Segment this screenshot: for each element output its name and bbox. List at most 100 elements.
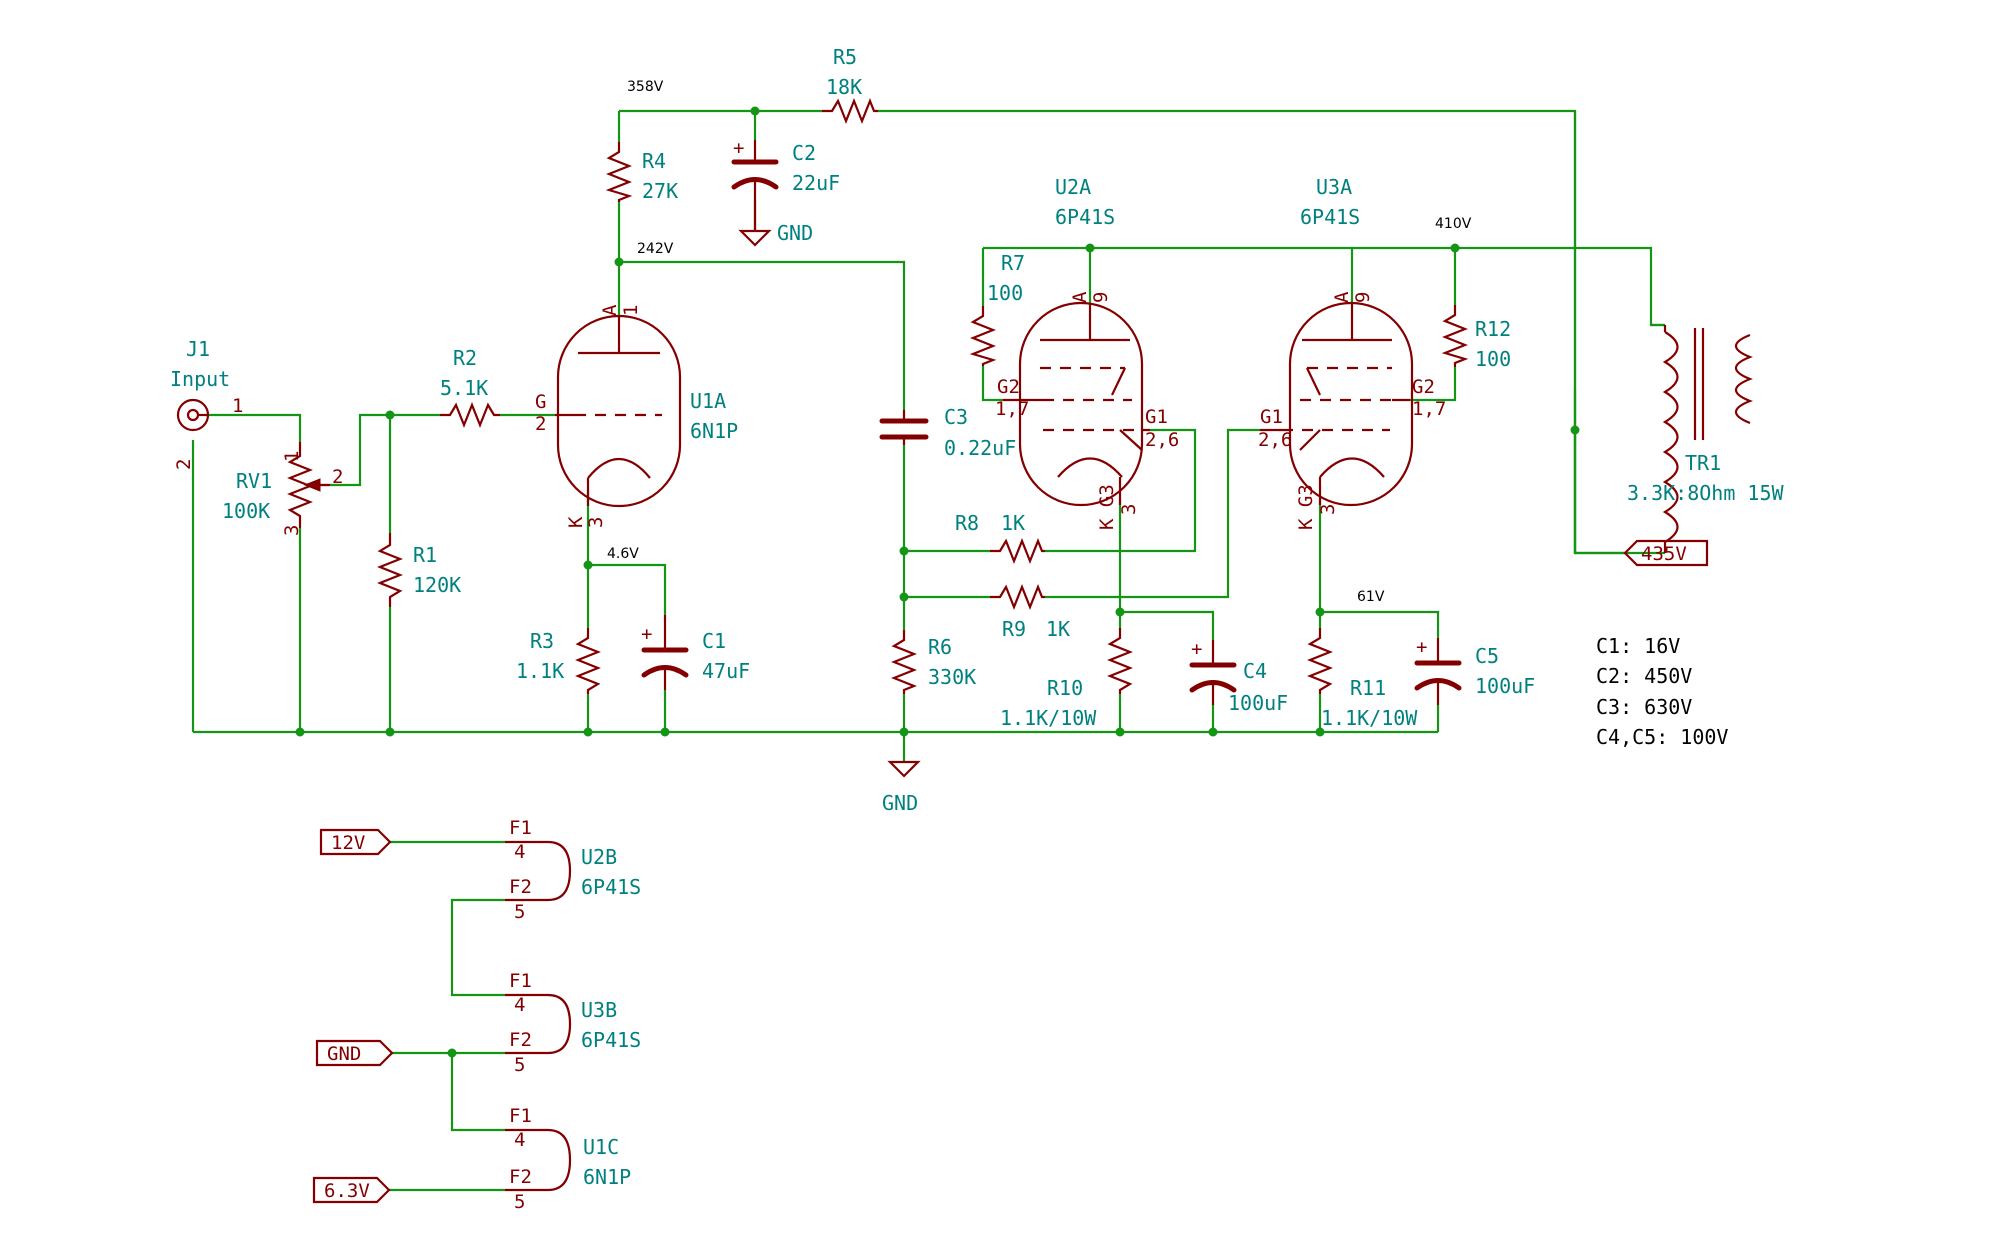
net-label-gnd: GND — [315, 1039, 394, 1067]
u3a-value: 6P41S — [1300, 205, 1360, 229]
u2a-pin-a: A — [1069, 291, 1091, 303]
r3-value: 1.1K — [516, 659, 564, 683]
r9-value: 1K — [1046, 617, 1070, 641]
r10-ref: R10 — [1047, 676, 1083, 700]
r7-ref: R7 — [1001, 251, 1025, 275]
voltage-annotations: 358V 242V 4.6V 410V 61V — [607, 79, 1472, 605]
u2a-pin-k: K G3 — [1096, 484, 1118, 530]
note-c4-c5: C4,C5: 100V — [1596, 725, 1728, 749]
r4-ref: R4 — [642, 149, 666, 173]
r12-value: 100 — [1475, 347, 1511, 371]
resistor-r6: R6 330K — [891, 630, 976, 694]
resistor-r4: R4 27K — [605, 142, 678, 203]
u2a-pin-g1-num: 2,6 — [1145, 429, 1179, 451]
junctions — [295, 106, 1580, 1058]
capacitor-voltage-notes: C1: 16V C2: 450V C3: 630V C4,C5: 100V — [1596, 634, 1728, 749]
u1a-pin-g-num: 2 — [535, 413, 546, 435]
c5-plus: + — [1416, 636, 1427, 658]
voltage-410v: 410V — [1435, 216, 1472, 232]
tr1-value: 3.3K:8Ohm 15W — [1627, 481, 1784, 505]
u1c-ref: U1C — [583, 1135, 619, 1159]
u3a-pin-g1: G1 — [1260, 406, 1283, 428]
note-c1: C1: 16V — [1596, 634, 1680, 658]
heater-u2b: F1 4 F2 5 U2B 6P41S — [505, 817, 641, 923]
r6-ref: R6 — [928, 635, 952, 659]
resistor-r12: R12 100 — [1441, 305, 1511, 371]
u1a-value: 6N1P — [690, 419, 738, 443]
r4-value: 27K — [642, 179, 678, 203]
gnd-c2-label: GND — [777, 221, 813, 245]
u2a-ref: U2A — [1055, 175, 1091, 199]
resistor-r9: R9 1K — [990, 584, 1070, 641]
u2a-pin-g1: G1 — [1145, 406, 1168, 428]
u3a-pin-a: A — [1331, 291, 1353, 303]
u2b-f2-num: 5 — [514, 901, 525, 923]
ground-symbol-c2: GND — [738, 200, 813, 247]
voltage-242v: 242V — [637, 241, 674, 257]
voltage-61v: 61V — [1357, 589, 1385, 605]
capacitor-c5: + C5 100uF — [1414, 636, 1535, 705]
r9-ref: R9 — [1002, 617, 1026, 641]
u3a-pin-g2-num: 1,7 — [1412, 398, 1446, 420]
note-c2: C2: 450V — [1596, 664, 1692, 688]
u1a-pin-g: G — [535, 391, 546, 413]
j1-value: Input — [170, 367, 230, 391]
rv1-value: 100K — [222, 499, 270, 523]
c2-ref: C2 — [792, 141, 816, 165]
c3-value: 0.22uF — [944, 436, 1016, 460]
u3a-pin-k-num: 3 — [1317, 504, 1339, 515]
u2a-value: 6P41S — [1055, 205, 1115, 229]
c5-ref: C5 — [1475, 644, 1499, 668]
r1-value: 120K — [413, 573, 461, 597]
u1a-pin-a: A — [599, 304, 621, 316]
c4-value: 100uF — [1228, 691, 1288, 715]
u2a-pin-a-num: 9 — [1090, 292, 1112, 303]
u2b-f1: F1 — [509, 817, 532, 839]
c5-value: 100uF — [1475, 674, 1535, 698]
c2-value: 22uF — [792, 171, 840, 195]
capacitor-c3: C3 0.22uF — [879, 405, 1016, 460]
net-label-gnd-text: GND — [327, 1043, 361, 1065]
capacitor-c4: + C4 100uF — [1189, 638, 1288, 715]
resistor-r8: R8 1K — [955, 511, 1045, 564]
resistor-r7: R7 100 — [969, 251, 1025, 366]
resistor-r1: R1 120K — [377, 533, 461, 607]
c2-plus: + — [733, 137, 744, 159]
u1c-f1-num: 4 — [514, 1129, 525, 1151]
u1a-ref: U1A — [690, 389, 726, 413]
r2-value: 5.1K — [440, 376, 488, 400]
u3a-ref: U3A — [1316, 175, 1352, 199]
gnd-main-label: GND — [882, 791, 918, 815]
c1-ref: C1 — [702, 629, 726, 653]
r5-ref: R5 — [833, 45, 857, 69]
pentode-u3a: A 9 G2 1,7 G1 2,6 K G3 3 U3A 6P41S — [1258, 175, 1446, 530]
rv1-ref: RV1 — [236, 469, 272, 493]
r7-value: 100 — [987, 281, 1023, 305]
u3b-f1-num: 4 — [514, 994, 525, 1016]
c1-plus: + — [641, 623, 652, 645]
u1c-value: 6N1P — [583, 1165, 631, 1189]
u1a-pin-k: K — [565, 516, 587, 528]
r1-ref: R1 — [413, 543, 437, 567]
ground-symbol-main: GND — [882, 760, 921, 815]
rv1-pin1: 1 — [281, 451, 303, 462]
rv1-pin3: 3 — [281, 525, 303, 536]
resistor-r3: R3 1.1K — [516, 628, 601, 694]
j1-pin1: 1 — [232, 395, 243, 417]
capacitor-c2: + C2 22uF — [731, 137, 840, 200]
net-label-435v-text: 435V — [1641, 543, 1687, 565]
u1c-f2-num: 5 — [514, 1191, 525, 1213]
u2a-pin-k-num: 3 — [1118, 504, 1140, 515]
u3b-value: 6P41S — [581, 1028, 641, 1052]
triode-u1a: A 1 G 2 K 3 U1A 6N1P — [535, 304, 738, 528]
r12-ref: R12 — [1475, 317, 1511, 341]
c1-value: 47uF — [702, 659, 750, 683]
u2b-f1-num: 4 — [514, 841, 525, 863]
r5-value: 18K — [826, 75, 862, 99]
resistor-r5: R5 18K — [822, 45, 878, 124]
output-transformer-tr1: TR1 3.3K:8Ohm 15W — [1625, 323, 1784, 555]
r3-ref: R3 — [530, 629, 554, 653]
u2b-f2: F2 — [509, 876, 532, 898]
c4-ref: C4 — [1243, 659, 1267, 683]
